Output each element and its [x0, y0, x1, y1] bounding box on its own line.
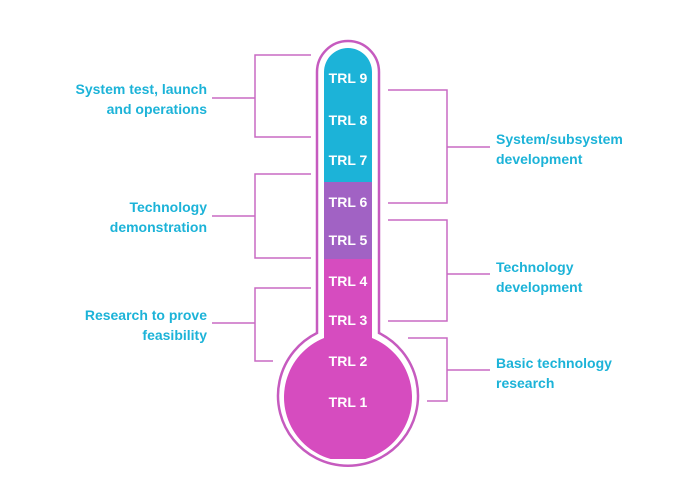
label-line: Research to prove [84, 307, 207, 323]
label-line: feasibility [142, 327, 207, 343]
trl-level-2: TRL 2 [329, 353, 368, 369]
label-line: Basic technology [496, 355, 612, 371]
label-system-subsystem-development: System/subsystem development [496, 129, 623, 169]
label-line: System test, launch [75, 81, 208, 97]
trl-level-6: TRL 6 [329, 194, 368, 210]
label-research-to-prove-feasibility: Research to prove feasibility [85, 305, 207, 345]
left-bracket-feasibility [212, 287, 311, 362]
label-line: development [496, 279, 583, 295]
label-basic-technology-research: Basic technology research [496, 353, 612, 393]
trl-level-5: TRL 5 [329, 232, 368, 248]
label-line: development [496, 151, 583, 167]
label-line: System/subsystem [496, 131, 623, 147]
trl-level-7: TRL 7 [329, 152, 368, 168]
label-technology-development: Technology development [496, 257, 582, 297]
label-line: research [496, 375, 555, 391]
left-bracket-system-test [212, 54, 311, 138]
trl-level-3: TRL 3 [329, 312, 368, 328]
trl-level-8: TRL 8 [329, 112, 368, 128]
label-line: and operations [106, 101, 207, 117]
label-technology-demonstration: Technology demonstration [110, 197, 207, 237]
label-line: Technology [129, 199, 207, 215]
trl-level-9: TRL 9 [329, 70, 368, 86]
trl-level-1: TRL 1 [329, 394, 368, 410]
right-bracket-basic-research [408, 337, 490, 402]
label-line: Technology [496, 259, 574, 275]
trl-level-4: TRL 4 [329, 273, 368, 289]
label-system-test-launch-operations: System test, launch and operations [76, 79, 208, 119]
right-bracket-system-development [388, 89, 490, 204]
label-line: demonstration [109, 219, 207, 235]
right-bracket-technology-development [388, 219, 490, 322]
left-bracket-demonstration [212, 173, 311, 259]
